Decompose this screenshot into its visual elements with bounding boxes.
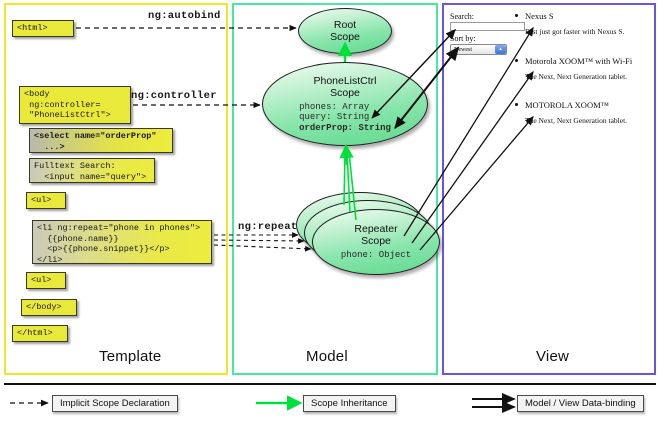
- ctrl-scope-prop-query: query: String: [299, 112, 370, 123]
- repeater-scope: Repeater Scope phone: Object: [312, 209, 440, 275]
- sort-by-select[interactable]: Newest ▴: [450, 44, 507, 55]
- phone-snippet: Fast just got faster with Nexus S.: [525, 27, 625, 36]
- connector-label-autobind: ng:autobind: [148, 10, 221, 22]
- phone-snippet: The Next, Next Generation tablet.: [525, 116, 628, 125]
- code-box-li-repeat: <li ng:repeat="phone in phones"> {{phone…: [32, 220, 212, 265]
- panel-label-view: View: [536, 348, 570, 365]
- chevron-updown-icon[interactable]: ▴: [495, 45, 506, 54]
- ctrl-scope-prop-phones: phones: Array: [299, 101, 370, 112]
- ctrl-scope-title-line1: PhoneListCtrl: [313, 74, 377, 87]
- list-item: Motorola XOOM™ with Wi-Fi The Next, Next…: [515, 56, 660, 81]
- search-input[interactable]: [450, 22, 525, 31]
- repeater-scope-title-line2: Scope: [361, 235, 391, 248]
- panel-model: [232, 3, 438, 375]
- code-box-html-close: </html>: [12, 325, 68, 342]
- list-item: MOTOROLA XOOM™ The Next, Next Generation…: [515, 100, 660, 125]
- panel-template: [4, 3, 228, 375]
- ctrl-scope-properties: phones: Array query: String orderProp: S…: [299, 102, 391, 134]
- code-box-html-open: <html>: [12, 20, 74, 37]
- bullet-icon: [515, 103, 518, 106]
- phone-name: Nexus S: [525, 11, 554, 21]
- code-box-ul-open: <ul>: [26, 192, 66, 209]
- code-box-select: <select name="orderProp" ...>: [29, 128, 173, 153]
- bullet-icon: [515, 59, 518, 62]
- sort-by-selected-value: Newest: [454, 47, 472, 53]
- legend-arrow-double-black: [472, 393, 516, 413]
- legend-item-model-view-data-binding: Model / View Data-binding: [517, 395, 644, 412]
- root-scope-title-line1: Root: [333, 19, 357, 31]
- legend-divider: [4, 383, 656, 385]
- ctrl-scope-title-line2: Scope: [330, 86, 360, 99]
- code-box-body-open: <body ng:controller= "PhoneListCtrl">: [19, 86, 131, 124]
- phonelistctrl-scope: PhoneListCtrl Scope phones: Array query:…: [262, 62, 428, 146]
- phone-name: Motorola XOOM™ with Wi-Fi: [525, 56, 633, 66]
- connector-label-controller: ng:controller: [131, 90, 217, 102]
- code-box-ul-close: <ul>: [26, 272, 66, 289]
- panel-label-template: Template: [99, 348, 162, 365]
- root-scope: Root Scope: [298, 8, 392, 54]
- repeater-scope-properties: phone: Object: [341, 250, 411, 261]
- phone-snippet: The Next, Next Generation tablet.: [525, 72, 628, 81]
- code-box-body-close: </body>: [21, 299, 77, 316]
- repeater-scope-title-line1: Repeater: [354, 223, 398, 236]
- legend-item-scope-inheritance: Scope Inheritance: [303, 395, 396, 412]
- repeater-scope-prop-phone: phone: Object: [340, 250, 412, 261]
- connector-label-repeat: ng:repeat: [238, 221, 298, 233]
- code-box-search-input: Fulltext Search: <input name="query">: [29, 158, 155, 183]
- legend-item-implicit-scope-declaration: Implicit Scope Declaration: [52, 395, 178, 412]
- panel-label-model: Model: [306, 348, 348, 365]
- sort-by-label: Sort by:: [450, 34, 476, 43]
- ctrl-scope-prop-orderprop: orderProp: String: [299, 122, 391, 133]
- root-scope-title-line2: Scope: [330, 31, 360, 43]
- phone-name: MOTOROLA XOOM™: [525, 100, 609, 110]
- search-label: Search:: [450, 12, 474, 21]
- bullet-icon: [515, 14, 518, 17]
- list-item: Nexus S Fast just got faster with Nexus …: [515, 11, 660, 36]
